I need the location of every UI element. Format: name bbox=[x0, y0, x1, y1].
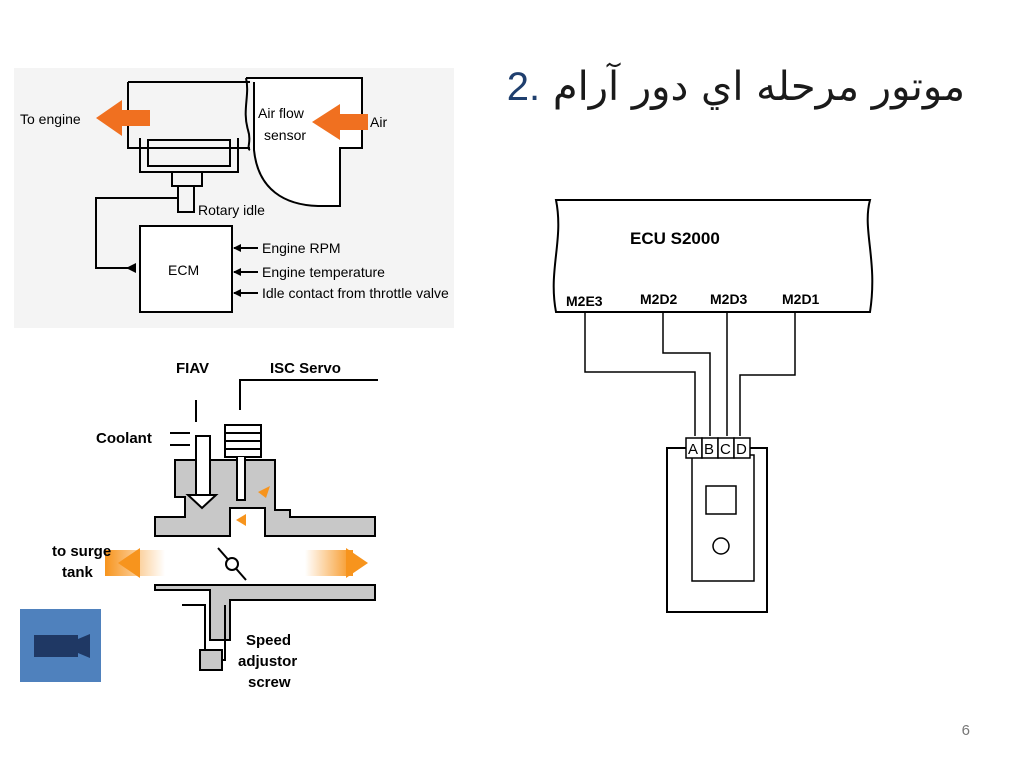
pin-m2d2: M2D2 bbox=[640, 291, 678, 307]
label-to-surge: to surge bbox=[52, 543, 111, 560]
pin-m2d3: M2D3 bbox=[710, 291, 748, 307]
label-adjustor: adjustor bbox=[238, 653, 297, 670]
arrow-to-engine-icon bbox=[96, 100, 150, 136]
ecu-wiring-diagram bbox=[552, 199, 874, 613]
label-sensor: sensor bbox=[264, 127, 306, 143]
label-air-flow: Air flow bbox=[258, 105, 305, 121]
slide-title: 2. موتور مرحله اي دور آرام bbox=[470, 64, 965, 110]
label-coolant: Coolant bbox=[96, 430, 152, 447]
page-number: 6 bbox=[961, 722, 970, 739]
connector-letter-a: A bbox=[688, 441, 698, 458]
arrow-air-in-icon bbox=[312, 104, 368, 140]
title-text: موتور مرحله اي دور آرام bbox=[540, 64, 965, 110]
pin-m2e3: M2E3 bbox=[566, 293, 603, 309]
label-ecm: ECM bbox=[168, 262, 199, 278]
label-to-engine: To engine bbox=[20, 111, 81, 127]
label-tank: tank bbox=[62, 564, 94, 581]
label-idle-contact: Idle contact from throttle valve bbox=[262, 285, 449, 301]
flow-arrow-icon bbox=[258, 486, 270, 498]
connector-letter-b: B bbox=[704, 441, 714, 458]
video-camera-icon bbox=[34, 634, 90, 658]
arrow-intake-icon bbox=[346, 548, 368, 578]
label-fiav: FIAV bbox=[176, 360, 209, 377]
isc-valve-diagram bbox=[154, 379, 378, 671]
label-air: Air bbox=[370, 114, 387, 130]
label-engine-temperature: Engine temperature bbox=[262, 264, 385, 280]
label-rotary-idle: Rotary idle bbox=[198, 202, 265, 218]
connector-letter-c: C bbox=[720, 441, 731, 458]
video-button[interactable] bbox=[20, 609, 101, 682]
connector-letter-d: D bbox=[736, 441, 747, 458]
title-number: 2. bbox=[506, 65, 541, 109]
label-screw: screw bbox=[248, 674, 291, 691]
label-isc-servo: ISC Servo bbox=[270, 360, 341, 377]
arrow-to-surge-tank-icon bbox=[118, 548, 140, 578]
connector-block: A B C D bbox=[685, 437, 751, 459]
label-speed: Speed bbox=[246, 632, 291, 649]
pin-m2d1: M2D1 bbox=[782, 291, 820, 307]
label-engine-rpm: Engine RPM bbox=[262, 240, 341, 256]
label-ecu-title: ECU S2000 bbox=[630, 229, 720, 248]
